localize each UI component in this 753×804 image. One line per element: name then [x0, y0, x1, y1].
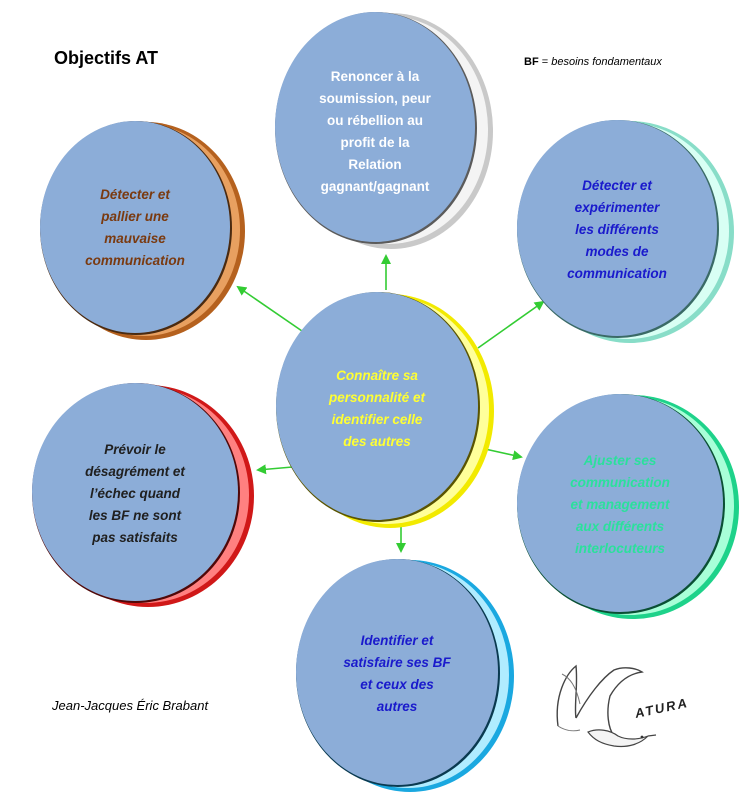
node-left-text-line: pas satisfaits [85, 527, 185, 549]
node-left-text-line: Prévoir le [85, 439, 185, 461]
node-bottom-text-line: Identifier et [343, 630, 450, 652]
node-right-text-line: interlocuteurs [570, 538, 670, 560]
node-top-right-text-line: les différents [567, 219, 667, 241]
node-top-text-line: profit de la [319, 132, 431, 154]
node-top-text-line: ou rébellion au [319, 110, 431, 132]
node-left-text-line: désagrément et [85, 461, 185, 483]
node-bottom-text-line: satisfaire ses BF [343, 652, 450, 674]
node-top-right-text-line: Détecter et [567, 175, 667, 197]
node-right-text-line: et management [570, 494, 670, 516]
node-top-text-line: Renoncer à la [319, 66, 431, 88]
node-center-text-line: Connaître sa [329, 365, 425, 387]
node-right-text-line: Ajuster ses [570, 450, 670, 472]
node-right-text-line: aux différents [570, 516, 670, 538]
node-bottom-text-line: autres [343, 696, 450, 718]
node-center-text-line: des autres [329, 431, 425, 453]
natura-logo-text: ATURA [633, 695, 690, 721]
natura-logo-drawing: ATURA [548, 656, 698, 756]
node-top-left-text-line: communication [85, 250, 185, 272]
node-top-text-line: Relation [319, 154, 431, 176]
node-center-text-line: identifier celle [329, 409, 425, 431]
node-top-right-text-line: communication [567, 263, 667, 285]
node-top-left-text-line: pallier une [85, 206, 185, 228]
natura-logo: ATURA [548, 656, 698, 761]
node-right-text-line: communication [570, 472, 670, 494]
node-top-left-text-line: mauvaise [85, 228, 185, 250]
node-top-text-line: soumission, peur [319, 88, 431, 110]
node-top-text-line: gagnant/gagnant [319, 176, 431, 198]
node-center-text-line: personnalité et [329, 387, 425, 409]
node-left-text-line: l’échec quand [85, 483, 185, 505]
node-top-right-text-line: modes de [567, 241, 667, 263]
node-top-right-text-line: expérimenter [567, 197, 667, 219]
node-bottom-text-line: et ceux des [343, 674, 450, 696]
node-top-left-text-line: Détecter et [85, 184, 185, 206]
node-left-text-line: les BF ne sont [85, 505, 185, 527]
